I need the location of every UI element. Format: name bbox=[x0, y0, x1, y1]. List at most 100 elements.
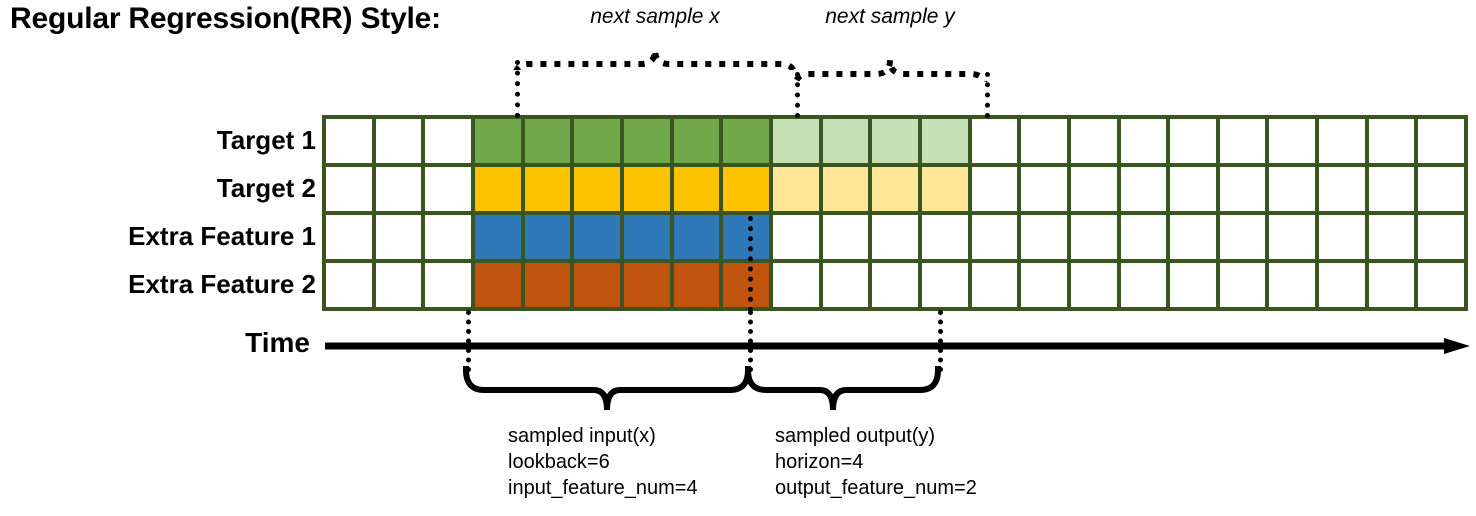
grid-cell bbox=[772, 167, 819, 211]
grid-cell bbox=[375, 119, 422, 163]
grid-cell bbox=[1219, 167, 1266, 211]
grid-cell bbox=[1070, 215, 1117, 259]
grid-cell bbox=[822, 167, 869, 211]
grid-cell bbox=[1368, 215, 1415, 259]
grid-cell bbox=[1269, 167, 1316, 211]
grid-cell bbox=[673, 263, 720, 307]
dotted-connector-y-end-top bbox=[985, 72, 990, 118]
grid-cell bbox=[971, 119, 1018, 163]
grid-cell bbox=[723, 263, 769, 307]
timeseries-grid bbox=[322, 115, 1468, 311]
grid-cell bbox=[1170, 215, 1216, 259]
grid-cell bbox=[623, 119, 670, 163]
annotation-sampled-input: sampled input(x) lookback=6 input_featur… bbox=[508, 423, 698, 501]
grid-cell bbox=[1070, 167, 1117, 211]
grid-cell bbox=[623, 263, 670, 307]
dotted-connector-output-end bbox=[938, 310, 943, 372]
grid-cell bbox=[1319, 119, 1365, 163]
grid-cell bbox=[872, 119, 918, 163]
dotted-connector-input-end bbox=[748, 310, 753, 372]
grid-cell bbox=[1170, 167, 1216, 211]
grid-cell bbox=[822, 263, 869, 307]
grid-cell bbox=[1170, 119, 1216, 163]
grid-cell bbox=[574, 215, 620, 259]
grid-cell bbox=[723, 167, 769, 211]
sampled-input-line-2: lookback=6 bbox=[508, 451, 610, 473]
sampled-output-line-2: horizon=4 bbox=[775, 451, 864, 473]
grid-cell bbox=[1319, 167, 1365, 211]
sampled-input-line-1: sampled input(x) bbox=[508, 425, 656, 447]
grid-cell bbox=[326, 167, 372, 211]
grid-row-target-2 bbox=[326, 167, 1465, 211]
grid-cell bbox=[772, 215, 819, 259]
grid-cell bbox=[524, 167, 571, 211]
grid-cell bbox=[1070, 119, 1117, 163]
grid-cell bbox=[425, 263, 471, 307]
grid-cell bbox=[872, 167, 918, 211]
grid-cell bbox=[1269, 263, 1316, 307]
grid-row-extra-feature-1 bbox=[326, 215, 1465, 259]
time-axis-label: Time bbox=[245, 327, 310, 358]
grid-cell bbox=[1368, 119, 1415, 163]
annotation-next-sample-y: next sample y bbox=[825, 5, 955, 28]
annotation-sampled-output: sampled output(y) horizon=4 output_featu… bbox=[775, 423, 977, 501]
grid-cell bbox=[1269, 119, 1316, 163]
grid-cell bbox=[1021, 215, 1067, 259]
grid-cell bbox=[474, 263, 521, 307]
grid-cell bbox=[1319, 215, 1365, 259]
grid-cell bbox=[1418, 263, 1465, 307]
row-label-extra-feature-2: Extra Feature 2 bbox=[128, 269, 316, 299]
grid-cell bbox=[375, 263, 422, 307]
grid-cell bbox=[1219, 215, 1266, 259]
grid-cell bbox=[822, 215, 869, 259]
grid-cell bbox=[1120, 215, 1167, 259]
grid-cell bbox=[872, 263, 918, 307]
grid-cell bbox=[375, 167, 422, 211]
grid-cell bbox=[474, 119, 521, 163]
grid-cell bbox=[574, 167, 620, 211]
grid-cell bbox=[772, 263, 819, 307]
row-label-extra-feature-1: Extra Feature 1 bbox=[128, 221, 316, 251]
page-title: Regular Regression(RR) Style: bbox=[10, 2, 441, 35]
grid-cell bbox=[425, 215, 471, 259]
grid-cell bbox=[1219, 263, 1266, 307]
grid-cell bbox=[326, 263, 372, 307]
row-label-target-2: Target 2 bbox=[216, 173, 316, 203]
grid-cell bbox=[723, 215, 769, 259]
grid-cell bbox=[425, 119, 471, 163]
dotted-brace-next-sample-y bbox=[792, 59, 988, 82]
grid-row-extra-feature-2 bbox=[326, 263, 1465, 307]
grid-cell bbox=[1120, 167, 1167, 211]
grid-cell bbox=[772, 119, 819, 163]
grid-cell bbox=[1269, 215, 1316, 259]
grid-cell bbox=[574, 119, 620, 163]
grid-cell bbox=[921, 215, 968, 259]
grid-cell bbox=[474, 167, 521, 211]
grid-cell bbox=[921, 119, 968, 163]
grid-cell bbox=[921, 167, 968, 211]
annotation-next-sample-x: next sample x bbox=[590, 5, 720, 28]
grid-cell bbox=[1170, 263, 1216, 307]
grid-cell bbox=[326, 215, 372, 259]
time-axis-arrow bbox=[325, 338, 1470, 354]
grid-cell bbox=[872, 215, 918, 259]
dotted-connector-x-start-top bbox=[515, 60, 520, 118]
grid-cell bbox=[723, 119, 769, 163]
brace-sampled-input bbox=[463, 366, 751, 411]
grid-cell bbox=[1021, 167, 1067, 211]
grid-cell bbox=[425, 167, 471, 211]
grid-cell bbox=[623, 215, 670, 259]
grid-cell bbox=[623, 167, 670, 211]
grid-row-target-1 bbox=[326, 119, 1465, 163]
grid-cell bbox=[326, 119, 372, 163]
grid-cell bbox=[524, 215, 571, 259]
grid-cell bbox=[971, 215, 1018, 259]
grid-cell bbox=[971, 167, 1018, 211]
grid-cell bbox=[822, 119, 869, 163]
grid-cell bbox=[1021, 263, 1067, 307]
dotted-connector-feature-end bbox=[748, 216, 753, 312]
grid-cell bbox=[971, 263, 1018, 307]
sampled-output-line-3: output_feature_num=2 bbox=[775, 477, 977, 499]
grid-cell bbox=[524, 263, 571, 307]
grid-cell bbox=[1070, 263, 1117, 307]
